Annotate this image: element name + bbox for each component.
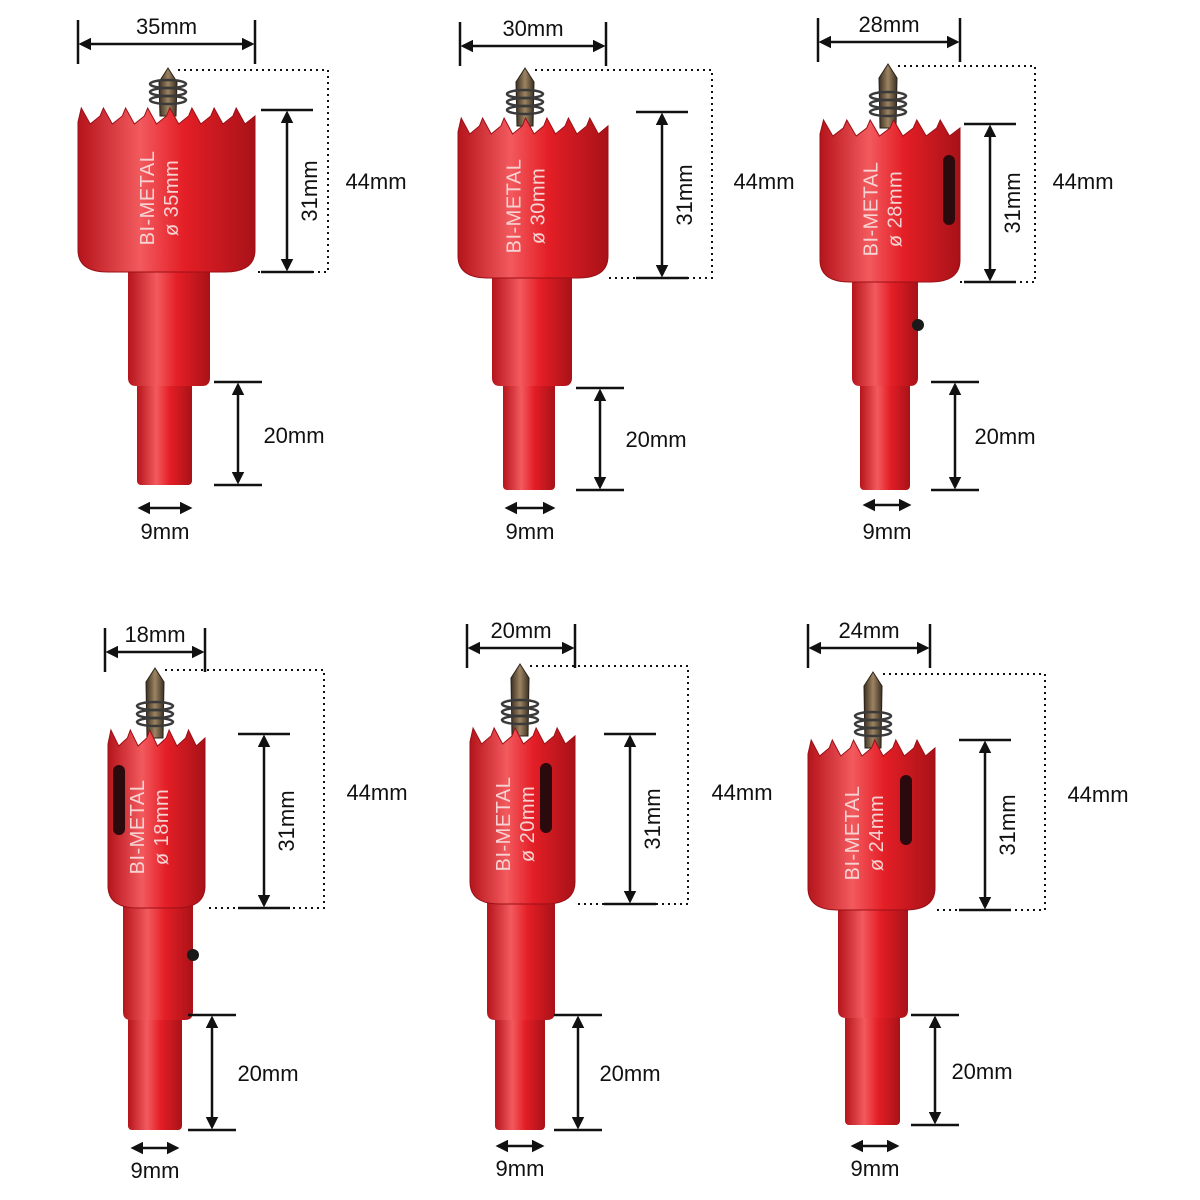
shank-upper	[487, 894, 555, 1020]
width-label: 30mm	[502, 16, 563, 41]
shank-upper	[492, 268, 572, 386]
spring	[148, 78, 188, 106]
shank-lower	[503, 374, 555, 490]
cut-height-label: 31mm	[672, 164, 697, 225]
shank-lower	[137, 374, 192, 485]
dimensions	[103, 628, 325, 1155]
chip-slot	[900, 775, 912, 845]
cut-height-label: 31mm	[274, 790, 299, 851]
shank-length-label: 20mm	[625, 427, 686, 452]
pilot-drill-bit	[878, 63, 898, 129]
cutter-cup	[457, 116, 609, 279]
spring-coil	[135, 716, 175, 728]
cut-height-label: 31mm	[297, 160, 322, 221]
chip-slot	[540, 763, 552, 833]
marking-diameter: ø 18mm	[151, 789, 173, 865]
shank-lower	[495, 1008, 545, 1130]
shank-upper	[128, 262, 210, 386]
spring-coil	[868, 106, 908, 118]
spring-coil	[500, 714, 540, 726]
shank-upper	[123, 898, 193, 1020]
marking-diameter: ø 35mm	[161, 160, 183, 236]
shank-length-label: 20mm	[263, 423, 324, 448]
shank-length-label: 20mm	[951, 1059, 1012, 1084]
shank-lower	[845, 1006, 900, 1125]
spring	[505, 88, 545, 116]
dimensions	[458, 22, 713, 515]
width-label: 18mm	[124, 622, 185, 647]
cut-height-label: 31mm	[1000, 172, 1025, 233]
marking-diameter: ø 28mm	[884, 171, 906, 247]
width-label: 28mm	[858, 12, 919, 37]
spring-coil	[148, 94, 188, 106]
shank-diameter-label: 9mm	[851, 1156, 900, 1181]
total-height-label: 44mm	[1067, 782, 1128, 807]
total-height-label: 44mm	[345, 169, 406, 194]
shank-length-label: 20mm	[974, 424, 1035, 449]
chip-slot	[113, 765, 125, 835]
shank-lower	[860, 374, 910, 490]
marking-bimetal: BI-METAL	[860, 162, 882, 257]
marking-diameter: ø 20mm	[517, 786, 539, 862]
total-height-dotted-guide	[530, 665, 689, 905]
shank-length-label: 20mm	[237, 1061, 298, 1086]
spring	[853, 710, 893, 738]
spring-coil	[853, 726, 893, 738]
dimensions	[806, 624, 1046, 1153]
shank-diameter-label: 9mm	[506, 519, 555, 544]
marking-bimetal: BI-METAL	[137, 151, 159, 246]
width-label: 35mm	[136, 14, 197, 39]
shank-upper	[838, 900, 908, 1018]
set-screw	[912, 319, 924, 331]
marking-bimetal: BI-METAL	[127, 780, 149, 875]
cut-height-label: 31mm	[995, 794, 1020, 855]
cutter-cup	[107, 728, 206, 909]
marking-bimetal: BI-METAL	[503, 159, 525, 254]
width-label: 24mm	[838, 618, 899, 643]
dimensions	[76, 20, 329, 515]
cutter-cup	[819, 118, 961, 283]
marking-diameter: ø 24mm	[866, 795, 888, 871]
shank-lower	[128, 1008, 182, 1130]
width-label: 20mm	[490, 618, 551, 643]
shank-diameter-label: 9mm	[863, 519, 912, 544]
shank-diameter-label: 9mm	[141, 519, 190, 544]
spring	[135, 700, 175, 728]
total-height-label: 44mm	[711, 780, 772, 805]
chip-slot	[943, 155, 955, 225]
marking-bimetal: BI-METAL	[842, 786, 864, 881]
cutter-cup	[77, 106, 256, 273]
spring	[500, 698, 540, 726]
total-height-label: 44mm	[1052, 169, 1113, 194]
total-height-label: 44mm	[733, 169, 794, 194]
dimensions	[465, 624, 689, 1153]
shank-diameter-label: 9mm	[131, 1158, 180, 1183]
pilot-drill-bit	[158, 67, 178, 117]
marking-diameter: ø 30mm	[527, 168, 549, 244]
total-height-label: 44mm	[346, 780, 407, 805]
spring	[868, 90, 908, 118]
spring-coil	[505, 104, 545, 116]
shank-length-label: 20mm	[599, 1061, 660, 1086]
shank-diameter-label: 9mm	[496, 1156, 545, 1181]
cut-height-label: 31mm	[640, 788, 665, 849]
shank-upper	[852, 272, 918, 386]
set-screw	[187, 949, 199, 961]
dimensions	[816, 18, 1036, 512]
marking-bimetal: BI-METAL	[493, 777, 515, 872]
